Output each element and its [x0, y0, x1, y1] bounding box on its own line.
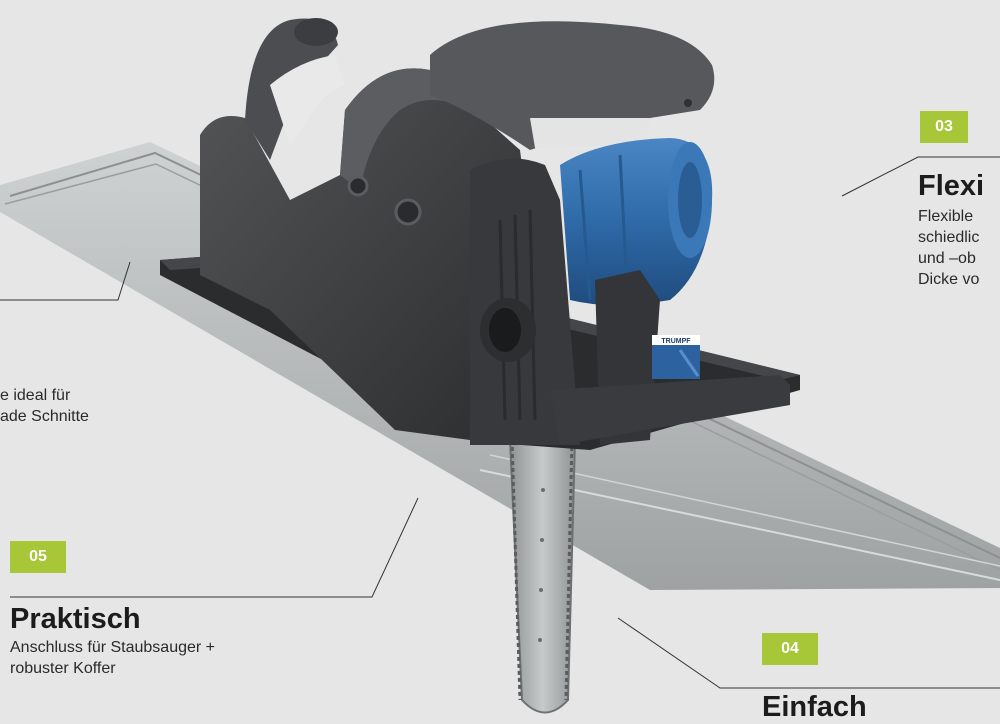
brand-label: TRUMPF	[652, 335, 700, 379]
feature-04-title: Einfach	[762, 691, 867, 723]
feature-03-line-1: Flexible	[918, 208, 974, 225]
front-guard	[470, 158, 790, 446]
feature-03-line-3: und –ob	[918, 250, 976, 267]
feature-03-title: Flexi	[918, 170, 985, 202]
feature-05-title: Praktisch	[10, 603, 141, 635]
rear-handle	[245, 18, 345, 160]
feature-03-description: Flexible schiedlic und –ob Dicke vo	[918, 206, 979, 290]
callout-line-04	[617, 617, 1000, 689]
callout-lines	[0, 156, 1000, 689]
feature-left-line-1: e ideal für	[0, 387, 71, 404]
feature-04-badge: 04	[762, 633, 818, 665]
feature-05-description: Anschluss für Staubsauger + robuster Kof…	[10, 637, 215, 679]
callout-line-left	[0, 261, 131, 301]
feature-left-description: e ideal für ade Schnitte	[0, 385, 89, 427]
feature-05-line-2: robuster Koffer	[10, 660, 116, 677]
feature-03-badge: 03	[920, 111, 968, 143]
dust-port	[480, 298, 536, 362]
chain-blade	[508, 439, 577, 714]
feature-05-line-1: Anschluss für Staubsauger +	[10, 639, 216, 656]
callout-line-03	[841, 156, 1000, 197]
feature-05-badge: 05	[10, 541, 66, 573]
motor	[560, 138, 713, 306]
feature-left-line-2: ade Schnitte	[0, 408, 89, 425]
top-handle	[430, 21, 715, 150]
feature-03-line-4: Dicke vo	[918, 271, 980, 288]
callout-line-05	[10, 497, 419, 598]
feature-03-line-2: schiedlic	[918, 229, 980, 246]
brand-label-text: TRUMPF	[661, 338, 691, 345]
saw-housing	[200, 68, 530, 440]
